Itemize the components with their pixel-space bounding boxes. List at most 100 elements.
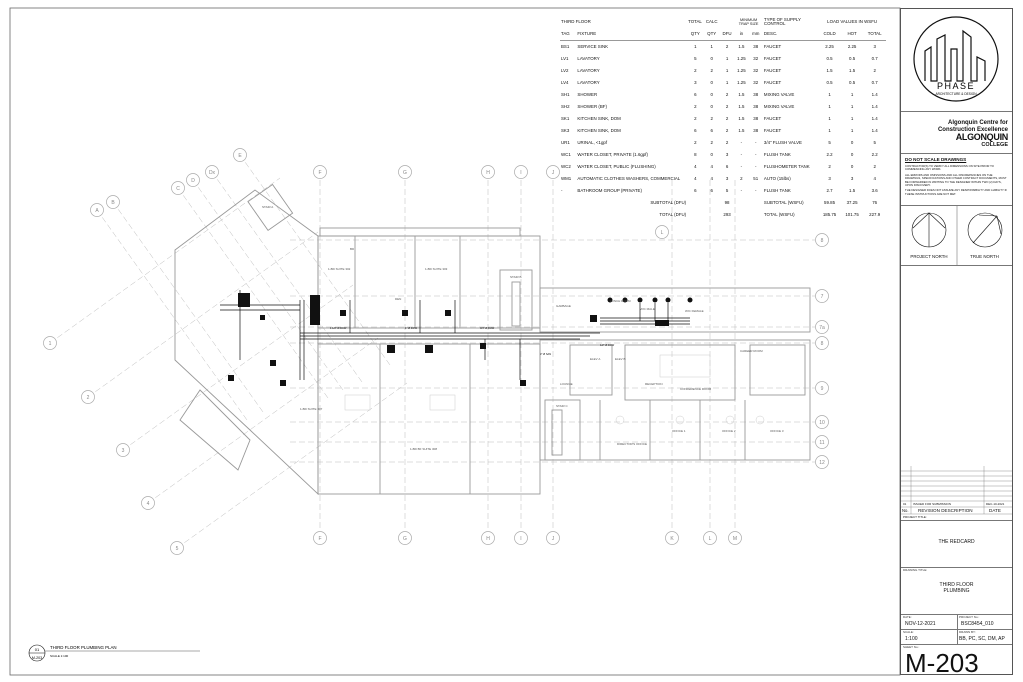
cell	[749, 197, 763, 209]
pipe-label: 1/2" Ø DCW	[600, 343, 615, 347]
cell: 4	[694, 163, 697, 169]
cell: 6	[710, 127, 713, 133]
svg-text:3: 3	[122, 448, 125, 454]
true-north-label: TRUE NORTH	[970, 254, 999, 259]
client-line-1: Algonquin Centre for	[948, 120, 1008, 126]
svg-text:J: J	[552, 536, 555, 542]
cell: FIXTURE	[576, 28, 688, 41]
svg-text:J: J	[552, 170, 555, 176]
cell: 0.5	[826, 55, 833, 61]
pipe-label: 1" Ø DCW	[405, 326, 418, 330]
cell: KITCHEN SINK, DOM	[577, 127, 621, 133]
cell: 4	[873, 175, 876, 181]
cell: 2.7	[826, 187, 833, 193]
cell: 38	[753, 103, 759, 109]
plan-title-text: THIRD FLOOR PLUMBING PLAN	[50, 645, 117, 650]
cell: AUTOMATIC CLOTHES WASHERS, COMMERCIAL	[577, 175, 681, 181]
cell: 6	[725, 163, 729, 169]
cell: 2	[740, 175, 743, 181]
grid-bubble-angled: 4	[141, 496, 155, 510]
scale-label: SCALE:	[903, 630, 914, 634]
cell: FAUCET	[763, 79, 782, 85]
cell: -	[740, 151, 743, 157]
cell	[687, 197, 703, 209]
grid-bubble-right: 9	[815, 381, 829, 395]
cell: 5	[725, 187, 729, 193]
room-label: DIRECTOR'S OFFICE	[617, 442, 647, 446]
svg-text:I: I	[520, 536, 521, 542]
cell: 4	[710, 175, 713, 181]
cell	[704, 197, 720, 209]
cell: 1.5	[738, 91, 745, 97]
grid-bubble-angled: 1	[43, 336, 57, 350]
room-label: ELEV A	[590, 357, 600, 361]
note-3: THE DESIGNER DOES NOT ASSUME ANY RESPONS…	[905, 188, 1008, 196]
cell: MINIMUM TRAP SIZE	[738, 18, 759, 26]
cell: 2	[710, 139, 713, 145]
cell: 32	[753, 55, 759, 61]
cell: 2	[828, 163, 831, 169]
cell: HOT	[840, 28, 864, 41]
room-label: OFFICE 2	[722, 429, 736, 433]
room-label: 1-BD SUITE 303	[425, 267, 448, 271]
cell: 0.5	[849, 55, 856, 61]
cell: FAUCET	[763, 127, 782, 133]
svg-text:7a: 7a	[819, 325, 825, 331]
cell: 3	[828, 175, 831, 181]
cell: 5	[694, 55, 697, 61]
date-value: NOV-12-2021	[905, 621, 936, 627]
cell: FAUCET	[763, 55, 782, 61]
cell: SK1	[561, 115, 570, 121]
grid-bubble-right: 7	[815, 289, 829, 303]
cell: TAG	[560, 28, 577, 41]
room-label: LUNCH ROOM	[610, 299, 631, 303]
cell: LV1	[561, 55, 569, 61]
cell: DESC.	[762, 28, 819, 41]
cell: 1.25	[737, 79, 746, 85]
cell: 0.5	[826, 79, 833, 85]
walls	[174, 183, 811, 496]
pipe-label: 3/4" Ø DHW	[480, 326, 495, 330]
cell: 227.9	[869, 211, 881, 217]
drawn-by-value: BB, PC, SC, DM, AP	[959, 636, 1005, 642]
cell: SUBTOTAL (WSFU)	[763, 199, 804, 205]
svg-text:ARCHITECTURE & DESIGN: ARCHITECTURE & DESIGN	[935, 92, 977, 96]
cell: 1	[725, 79, 729, 85]
cell: 1	[725, 55, 729, 61]
svg-text:9: 9	[821, 386, 824, 392]
cell	[720, 16, 734, 28]
cell: COLD	[818, 28, 841, 41]
cell: 1	[828, 127, 831, 133]
drawing-title-label: DRAWING TITLE:	[903, 568, 928, 572]
cell: SHOWER	[577, 91, 598, 97]
cell: 1.5	[738, 115, 745, 121]
cell: TOTAL	[688, 18, 702, 24]
scale-row: SCALE: 1:100 DRAWN BY: BB, PC, SC, DM, A…	[901, 630, 1012, 645]
blank-area	[901, 266, 1012, 466]
grid-bubble-angled: 5	[170, 541, 184, 555]
cell: FAUCET	[763, 115, 782, 121]
project-north-label: PROJECT NORTH	[910, 254, 948, 259]
grid-bubble-top: G	[398, 165, 412, 179]
drawing-title-2: PLUMBING	[943, 588, 970, 594]
cell: 1	[850, 127, 854, 133]
cell: 2	[694, 103, 697, 109]
cell: 0	[710, 151, 713, 157]
svg-text:F: F	[318, 536, 321, 542]
cell: MIXING VALVE	[763, 103, 795, 109]
cell	[687, 209, 703, 221]
cell	[734, 197, 748, 209]
svg-text:F: F	[318, 170, 321, 176]
plan-number: 01	[35, 647, 40, 652]
cell: FAUCET	[763, 67, 782, 73]
cell: 1.25	[737, 55, 746, 61]
cell: 1	[850, 103, 854, 109]
cell: 1.5	[738, 103, 745, 109]
svg-text:Dx: Dx	[209, 170, 216, 176]
cell: -	[561, 187, 563, 193]
cell: 2	[873, 67, 876, 73]
